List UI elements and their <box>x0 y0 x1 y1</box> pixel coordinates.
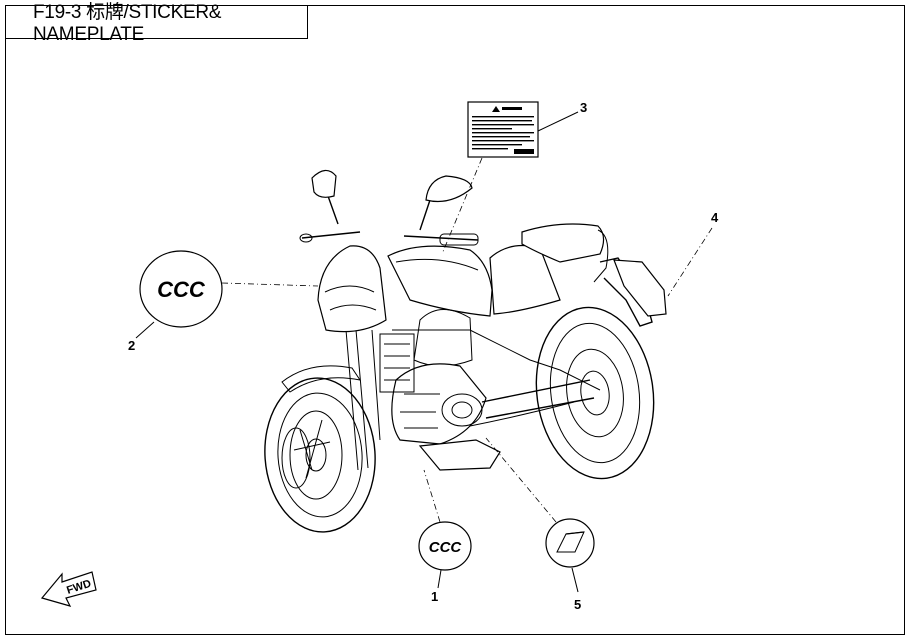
leader-line-2a <box>221 282 319 287</box>
callout-5: 5 <box>574 597 581 612</box>
sticker-ccc-small: CCC <box>418 521 472 571</box>
leader-line-1a <box>423 469 441 523</box>
fwd-arrow-icon: FWD <box>40 571 97 607</box>
ccc-logo-text-small: CCC <box>429 539 463 556</box>
leader-line-2 <box>135 321 155 339</box>
sticker-decal-small <box>545 518 595 568</box>
warning-label-icon <box>467 101 539 158</box>
sticker-ccc-large: CCC <box>139 250 223 328</box>
ccc-logo-text-large: CCC <box>157 277 206 302</box>
leader-line-5 <box>571 567 579 593</box>
callout-1: 1 <box>431 589 438 604</box>
motorcycle-drawing <box>264 169 667 533</box>
callout-4: 4 <box>711 210 719 225</box>
leader-line-4 <box>667 227 713 297</box>
leader-line-5a <box>485 437 557 523</box>
callout-2: 2 <box>128 338 135 353</box>
leader-line-3a <box>441 157 483 255</box>
leader-line-1 <box>437 569 442 589</box>
callout-3: 3 <box>580 100 587 115</box>
page-title: F19-3 标牌/STICKER& NAMEPLATE <box>5 2 308 45</box>
page-title-text: F19-3 标牌/STICKER& NAMEPLATE <box>33 2 222 45</box>
leader-line-3 <box>537 111 579 132</box>
